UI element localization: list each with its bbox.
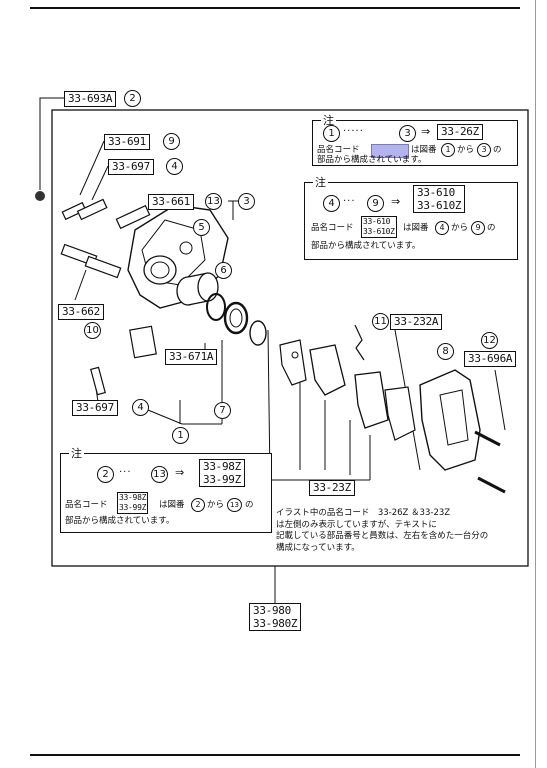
callout-12: 12	[481, 332, 498, 349]
code-33-980-group: 33-980 33-980Z	[249, 603, 302, 631]
note-box-1: 注 1 ····· 3 ⇒ 33-26Z 品名コード は図番 1 から 3 の …	[312, 112, 518, 166]
code-33-661: 33-661	[148, 194, 194, 210]
note1-line-to: 3	[477, 143, 491, 157]
note3-code-b: 33-99Z	[203, 473, 241, 486]
callout-1: 1	[172, 427, 189, 444]
code-33-980: 33-980	[253, 604, 291, 617]
footnote-line-2: は左側のみ表示していますが、テキストに	[276, 519, 437, 530]
note2-line2: 部品から構成されています。	[311, 241, 421, 251]
callout-11: 11	[372, 313, 389, 330]
code-33-696a: 33-696A	[464, 351, 517, 367]
note-box-2: 注 4 ··· 9 ⇒ 33-610 33-610Z 品名コード 33-610 …	[304, 174, 518, 260]
code-33-671a: 33-671A	[165, 349, 218, 365]
footnote-line-1: イラスト中の品名コード 33-26Z ＆33-23Z	[276, 508, 451, 518]
note2-end: の	[487, 223, 496, 233]
note2-suffix: は図番	[403, 223, 429, 233]
note3-code-a: 33-98Z	[203, 460, 241, 473]
callout-6: 6	[215, 262, 232, 279]
callout-4-top: 4	[166, 158, 183, 175]
callout-3: 3	[238, 193, 255, 210]
note3-small-a: 33-98Z	[119, 493, 147, 502]
note1-from: 1	[323, 125, 340, 142]
note-box-3: 注 2 ··· 13 ⇒ 33-98Z 33-99Z 品名コード 33-98Z …	[60, 445, 272, 533]
code-33-232a: 33-232A	[390, 314, 443, 330]
note3-line2: 部品から構成されています。	[65, 516, 175, 526]
note3-small-b: 33-99Z	[119, 503, 147, 512]
note3-dots: ···	[119, 467, 132, 478]
callout-13: 13	[205, 193, 222, 210]
note3-codes: 33-98Z 33-99Z	[199, 459, 245, 487]
code-33-23z: 33-23Z	[309, 480, 355, 496]
code-33-691: 33-691	[104, 134, 150, 150]
bottom-rule	[30, 754, 520, 756]
top-rule	[30, 7, 520, 9]
note2-small-codes: 33-610 33-610Z	[361, 216, 397, 238]
note3-line-from: 2	[191, 498, 205, 512]
note1-end: の	[493, 145, 502, 155]
note3-label: 品名コード	[65, 500, 108, 510]
note2-mid: から	[451, 223, 469, 233]
note1-code: 33-26Z	[437, 124, 483, 140]
note2-line-to: 9	[471, 221, 485, 235]
callout-7: 7	[214, 402, 231, 419]
note3-to: 13	[151, 466, 168, 483]
note1-highlight	[371, 144, 409, 158]
footnote: イラスト中の品名コード 33-26Z ＆33-23Z は左側のみ表示していますが…	[276, 508, 488, 554]
code-33-980z: 33-980Z	[253, 617, 298, 630]
note-tag: 注	[313, 174, 328, 190]
note1-mid: から	[457, 145, 475, 155]
note2-arrow: ⇒	[391, 195, 401, 208]
note2-small-b: 33-610Z	[363, 227, 395, 236]
note1-dots: ·····	[343, 126, 364, 137]
note2-from: 4	[323, 195, 340, 212]
note1-prefix: 品名コード	[317, 145, 360, 155]
callout-9: 9	[163, 133, 180, 150]
note2-label: 品名コード	[311, 223, 354, 233]
callout-5: 5	[193, 219, 210, 236]
note2-small-a: 33-610	[363, 217, 391, 226]
footnote-line-4: 構成になっています。	[276, 542, 360, 553]
note3-mid: から	[207, 500, 225, 510]
note3-end: の	[245, 500, 254, 510]
note3-suffix: は図番	[159, 500, 185, 510]
code-33-697-bottom: 33-697	[72, 400, 118, 416]
note1-arrow: ⇒	[421, 125, 431, 138]
note1-suffix: は図番	[411, 145, 437, 155]
note1-to: 3	[399, 125, 416, 142]
callout-2: 2	[124, 90, 141, 107]
code-33-693a: 33-693A	[64, 91, 117, 107]
callout-10: 10	[84, 322, 101, 339]
note2-line-from: 4	[435, 221, 449, 235]
note3-arrow: ⇒	[175, 466, 185, 479]
code-33-662: 33-662	[58, 304, 104, 320]
note2-to: 9	[367, 195, 384, 212]
note1-line2: 部品から構成されています。	[317, 155, 427, 165]
code-33-697-top: 33-697	[108, 159, 154, 175]
note3-from: 2	[97, 466, 114, 483]
note2-code-b: 33-610Z	[417, 199, 462, 212]
note2-code-a: 33-610	[417, 186, 455, 199]
callout-4-bottom: 4	[132, 399, 149, 416]
note2-codes: 33-610 33-610Z	[413, 185, 466, 213]
note-tag: 注	[321, 112, 336, 128]
note2-dots: ···	[343, 196, 356, 207]
note3-small-codes: 33-98Z 33-99Z	[117, 492, 149, 514]
note3-line-to: 13	[227, 498, 242, 512]
footnote-line-3: 記載している部品番号と員数は、左右を含めた一台分の	[276, 531, 489, 541]
note-tag: 注	[69, 445, 84, 461]
right-edge	[535, 0, 536, 768]
note1-line-from: 1	[441, 143, 455, 157]
callout-8: 8	[437, 343, 454, 360]
